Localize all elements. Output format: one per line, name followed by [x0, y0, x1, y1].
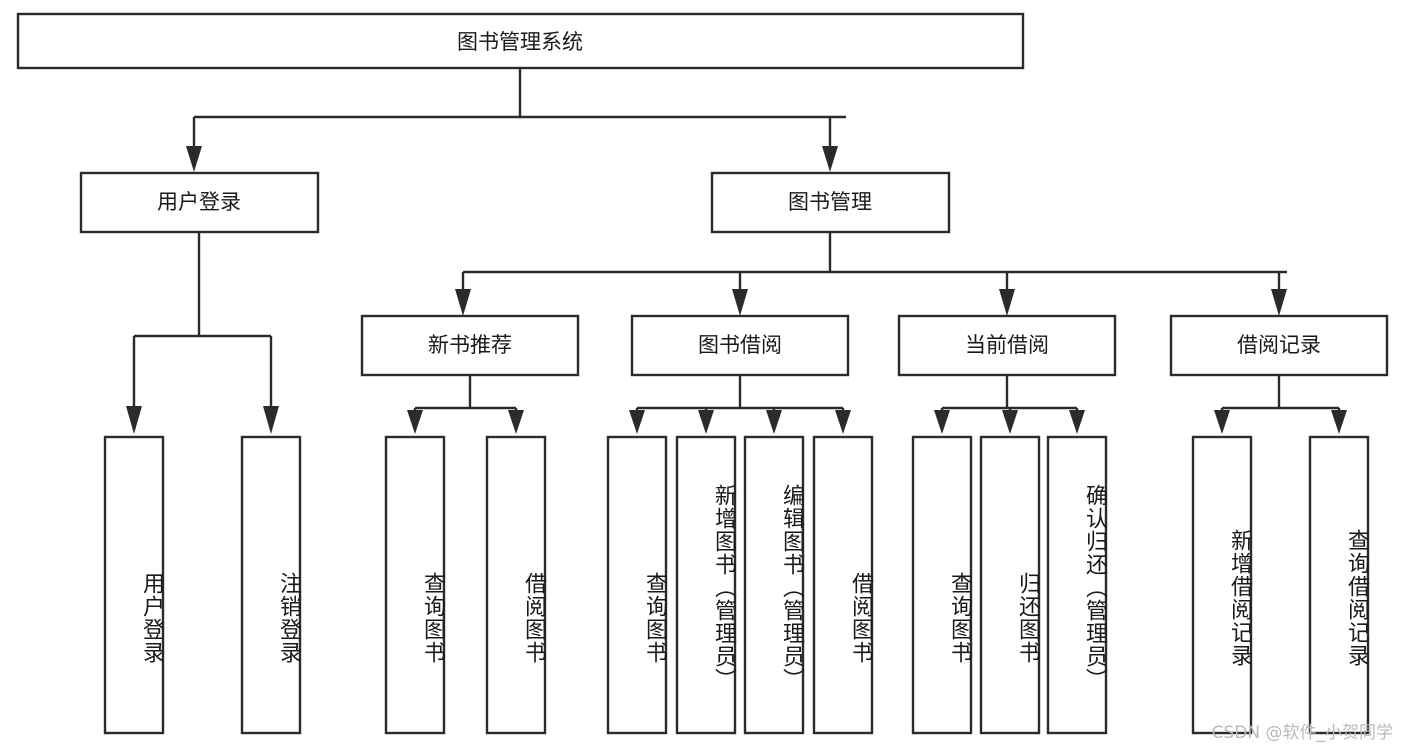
node-book-management-box[interactable] [710, 171, 951, 234]
arrow-head-current [999, 289, 1015, 316]
arrow-head-user-login-leaf-1 [126, 406, 142, 434]
leaf-box-current-borrow-2[interactable] [979, 435, 1041, 735]
node-user-login[interactable]: 用户登录 [79, 171, 320, 234]
leaf-box-borrow-record-1[interactable] [1191, 435, 1253, 735]
arrow-head-current-borrow-leaf-2 [1002, 410, 1018, 434]
node-current-borrow-label: 当前借阅 [965, 333, 1049, 357]
leaf-box-new-book-2[interactable] [485, 435, 547, 735]
node-book-borrow[interactable]: 图书借阅 [630, 314, 850, 377]
leaf-box-book-borrow-2[interactable] [675, 435, 737, 735]
node-root-box[interactable] [16, 12, 1025, 70]
arrow-head-current-borrow-leaf-1 [934, 410, 950, 434]
arrow-head-borrow-record-leaf-2 [1331, 410, 1347, 434]
arrow-head-new-book-leaf-1 [407, 410, 423, 434]
arrow-head-book-borrow-leaf-2 [698, 410, 714, 434]
leaf-box-borrow-record-2[interactable] [1308, 435, 1370, 735]
connector-group-new-book [407, 375, 524, 434]
leaf-box-user-login-2[interactable] [240, 435, 302, 735]
leaf-box-new-book-1[interactable] [384, 435, 446, 735]
node-new-book-recommend-label: 新书推荐 [428, 333, 512, 357]
connector-group-book-borrow [629, 375, 851, 434]
arrow-head-new-book [455, 289, 471, 316]
csdn-watermark: CSDN @软件_小贺同学 [1211, 723, 1393, 743]
leaf-boxes-user-login [103, 435, 302, 735]
node-root-label: 图书管理系统 [457, 30, 583, 54]
connector-group-borrow-record [1214, 375, 1347, 434]
leaf-box-book-borrow-4[interactable] [812, 435, 874, 735]
leaf-boxes-current-borrow [911, 435, 1108, 735]
leaf-box-current-borrow-3[interactable] [1046, 435, 1108, 735]
arrow-head-book-borrow-leaf-1 [629, 410, 645, 434]
arrow-head-user-login [186, 146, 202, 172]
arrow-head-book-mgmt [822, 146, 838, 172]
leaf-box-book-borrow-1[interactable] [606, 435, 668, 735]
leaf-box-current-borrow-1[interactable] [911, 435, 973, 735]
node-book-management-label: 图书管理 [788, 190, 872, 214]
node-borrow-record-box[interactable] [1169, 314, 1389, 377]
node-new-book-recommend-box[interactable] [360, 314, 580, 377]
arrow-head-current-borrow-leaf-3 [1069, 410, 1085, 434]
node-borrow-record-label: 借阅记录 [1237, 333, 1321, 357]
arrow-head-record [1271, 289, 1287, 316]
leaf-boxes-book-borrow [606, 435, 874, 735]
node-user-login-box[interactable] [79, 171, 320, 234]
connector-group-user-login [126, 232, 279, 434]
connector-group-root [186, 68, 846, 172]
node-borrow-record[interactable]: 借阅记录 [1169, 314, 1389, 377]
node-current-borrow-box[interactable] [897, 314, 1117, 377]
leaf-boxes-borrow-record [1191, 435, 1370, 735]
arrow-head-book-borrow-leaf-3 [766, 410, 782, 434]
node-current-borrow[interactable]: 当前借阅 [897, 314, 1117, 377]
arrow-head-new-book-leaf-2 [508, 410, 524, 434]
node-root[interactable]: 图书管理系统 [16, 12, 1025, 70]
arrow-head-book-borrow-leaf-4 [835, 410, 851, 434]
arrow-head-user-login-leaf-2 [263, 406, 279, 434]
leaf-box-book-borrow-3[interactable] [743, 435, 805, 735]
node-new-book-recommend[interactable]: 新书推荐 [360, 314, 580, 377]
node-book-borrow-box[interactable] [630, 314, 850, 377]
arrow-head-borrow-record-leaf-1 [1214, 410, 1230, 434]
node-book-management[interactable]: 图书管理 [710, 171, 951, 234]
arrow-head-borrow [732, 289, 748, 316]
leaf-box-user-login-1[interactable] [103, 435, 165, 735]
node-book-borrow-label: 图书借阅 [698, 333, 782, 357]
node-user-login-label: 用户登录 [157, 190, 241, 214]
connector-group-current-borrow [934, 375, 1085, 434]
connector-group-book-mgmt [455, 232, 1287, 316]
leaf-boxes-new-book-recommend [384, 435, 547, 735]
